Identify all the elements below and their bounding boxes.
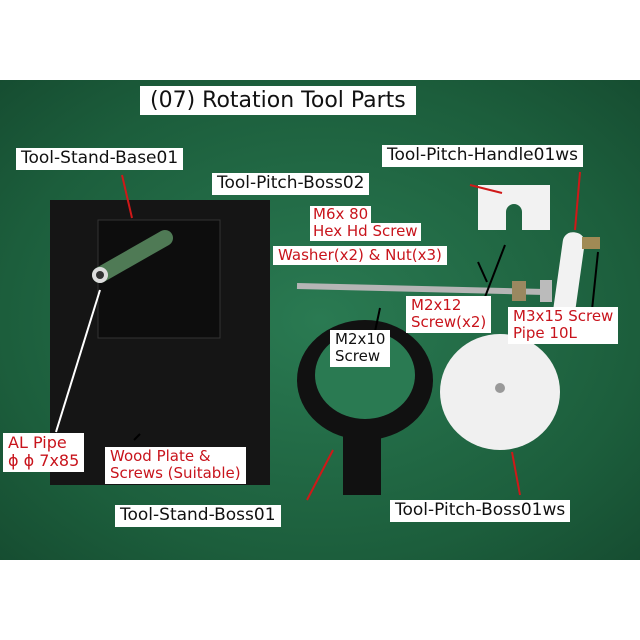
pitch-boss02 (478, 185, 550, 230)
label-hex-screw: M6x 80 Hex Hd Screw (305, 205, 426, 242)
hex-screw (296, 283, 546, 295)
label-wood-plate: Wood Plate &Screws (Suitable) (105, 447, 246, 484)
hex-screw-line1: M6x 80 (310, 205, 372, 224)
label-stand-boss: Tool-Stand-Boss01 (115, 505, 281, 527)
page-title: (07) Rotation Tool Parts (140, 86, 416, 116)
m2x10-line1: M2x10 (335, 330, 386, 348)
m3x15-line2: Pipe 10L (513, 324, 577, 343)
label-pitch-boss01: Tool-Pitch-Boss01ws (390, 500, 571, 522)
al-pipe (92, 230, 173, 283)
m3x15-line1: M3x15 Screw (513, 307, 614, 325)
m2x12-line1: M2x12 (411, 296, 462, 314)
wood-plate-line1: Wood Plate & (110, 447, 211, 465)
label-hex-screw-line3: Washer(x2) & Nut(x3) (273, 246, 447, 266)
m2x10-line2: Screw (335, 347, 381, 366)
al-pipe-line1: AL Pipe (8, 433, 67, 452)
label-pitch-boss02: Tool-Pitch-Boss02 (212, 173, 370, 195)
label-stand-base: Tool-Stand-Base01 (16, 148, 184, 170)
pitch-handle (553, 232, 585, 320)
label-pitch-handle: Tool-Pitch-Handle01ws (382, 145, 584, 167)
hex-screw-line2: Hex Hd Screw (310, 222, 421, 241)
al-pipe-line2: ϕ ϕ 7x85 (8, 451, 80, 471)
m2x12-line2: Screw(x2) (411, 313, 487, 332)
wood-plate-line2: Screws (Suitable) (110, 464, 241, 483)
